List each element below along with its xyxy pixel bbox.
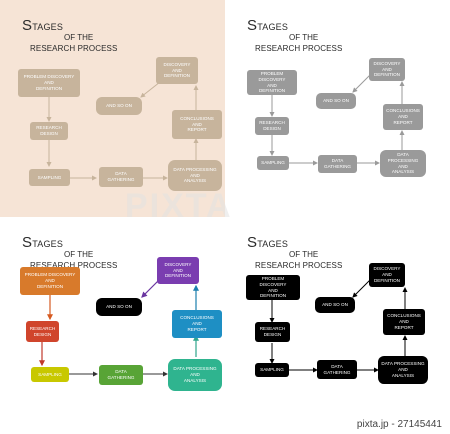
node-data-gathering: DATA GATHERING: [317, 360, 357, 379]
title-word-the: THE: [77, 250, 94, 259]
node-data-processing: DATA PROCESSING AND ANALYSIS: [168, 160, 222, 191]
node-discovery: DISCOVERY AND DEFINITION: [156, 57, 198, 84]
title-word-the: THE: [302, 250, 319, 259]
node-data-gathering: DATA GATHERING: [318, 155, 357, 173]
node-conclusions: CONCLUSIONS AND REPORT: [383, 104, 423, 130]
node-and-so-on: AND SO ON: [96, 298, 142, 316]
title-research-process: RESEARCH PROCESS: [255, 261, 343, 270]
title-letter-s: S: [22, 17, 33, 34]
title-word-tages: TAGES: [257, 22, 289, 32]
node-and-so-on: AND SO ON: [96, 97, 142, 115]
title-letter-s: S: [247, 17, 258, 34]
title-letter-s: S: [247, 234, 258, 251]
node-discovery: DISCOVERY AND DEFINITION: [369, 58, 405, 81]
node-sampling: SAMPLING: [255, 363, 289, 377]
title-research-process: RESEARCH PROCESS: [30, 261, 118, 270]
node-conclusions: CONCLUSIONS AND REPORT: [172, 310, 222, 338]
title-word-of: OF: [64, 33, 76, 42]
node-problem-discovery: PROBLEM DISCOVERY AND DEFINITION: [18, 69, 80, 97]
node-discovery: DISCOVERY AND DEFINITION: [369, 263, 405, 287]
node-problem-discovery: PROBLEM DISCOVERY AND DEFINITION: [20, 267, 80, 295]
node-sampling: SAMPLING: [257, 156, 289, 170]
title-word-tages: TAGES: [32, 22, 64, 32]
panel-colored: STAGES OF THE RESEARCH PROCESS PROBLEM D…: [0, 217, 225, 434]
watermark: PIXTA: [125, 187, 233, 225]
title-word-tages: TAGES: [257, 239, 289, 249]
node-conclusions: CONCLUSIONS AND REPORT: [172, 110, 222, 139]
node-research-design: RESEARCH DESIGN: [30, 122, 68, 140]
node-and-so-on: AND SO ON: [316, 93, 356, 109]
node-data-gathering: DATA GATHERING: [99, 167, 143, 187]
title-research-process: RESEARCH PROCESS: [30, 44, 118, 53]
title-word-of: OF: [289, 33, 301, 42]
node-conclusions: CONCLUSIONS AND REPORT: [383, 309, 425, 335]
node-research-design: RESEARCH DESIGN: [255, 117, 289, 135]
node-data-processing: DATA PROCESSING AND ANALYSIS: [380, 150, 426, 177]
title-word-the: THE: [77, 33, 94, 42]
title-word-the: THE: [302, 33, 319, 42]
title-word-of: OF: [64, 250, 76, 259]
node-problem-discovery: PROBLEM DISCOVERY AND DEFINITION: [246, 275, 300, 300]
node-sampling: SAMPLING: [29, 169, 70, 186]
node-sampling: SAMPLING: [31, 367, 69, 382]
node-data-processing: DATA PROCESSING AND ANALYSIS: [168, 359, 222, 391]
title-letter-s: S: [22, 234, 33, 251]
node-research-design: RESEARCH DESIGN: [26, 321, 59, 342]
node-problem-discovery: PROBLEM DISCOVERY AND DEFINITION: [247, 70, 297, 95]
node-data-gathering: DATA GATHERING: [99, 365, 143, 385]
title-research-process: RESEARCH PROCESS: [255, 44, 343, 53]
node-and-so-on: AND SO ON: [315, 297, 355, 313]
title-word-tages: TAGES: [32, 239, 64, 249]
panel-gray: STAGES OF THE RESEARCH PROCESS PROBLEM D…: [225, 0, 450, 217]
node-discovery: DISCOVERY AND DEFINITION: [157, 257, 199, 284]
node-research-design: RESEARCH DESIGN: [255, 322, 290, 342]
title-word-of: OF: [289, 250, 301, 259]
panel-tan: STAGES OF THE RESEARCH PROCESS PROBLEM D…: [0, 0, 225, 217]
node-data-processing: DATA PROCESSING AND ANALYSIS: [378, 356, 428, 384]
panel-black: STAGES OF THE RESEARCH PROCESS PROBLEM D…: [225, 217, 450, 434]
stock-id-footer: pixta.jp - 27145441: [356, 419, 442, 430]
